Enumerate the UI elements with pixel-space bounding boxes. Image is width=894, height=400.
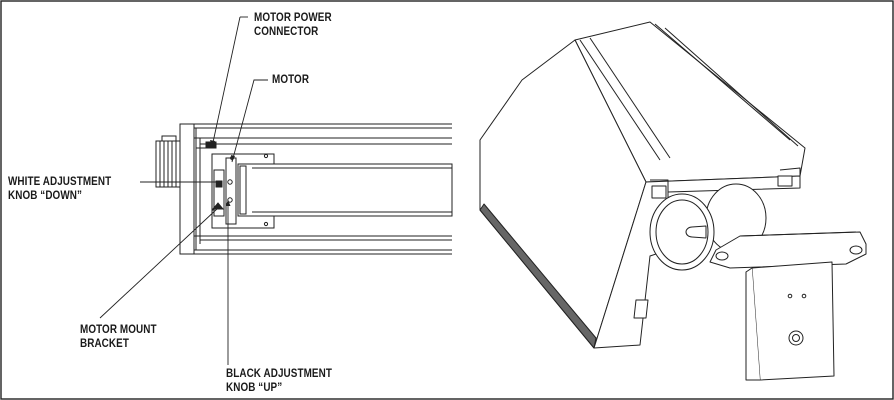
label-motor-power-connector-line1: MOTOR POWER <box>254 12 332 24</box>
bracket-vertical-plate <box>751 261 835 381</box>
leader-lines <box>99 16 268 365</box>
leader-motor-mount-bracket <box>99 207 219 319</box>
side-view <box>155 123 453 255</box>
leader-motor <box>231 79 268 163</box>
label-black-adjustment-knob-line1: BLACK ADJUSTMENT <box>226 368 332 380</box>
label-black-adjustment-knob-line2: KNOB “UP” <box>226 382 283 394</box>
label-motor: MOTOR <box>272 73 309 87</box>
label-white-adjustment-knob: WHITE ADJUSTMENT KNOB “DOWN” <box>8 175 111 203</box>
label-motor-line1: MOTOR <box>272 74 310 86</box>
label-black-adjustment-knob: BLACK ADJUSTMENT KNOB “UP” <box>226 367 332 395</box>
isometric-view <box>479 21 867 381</box>
label-motor-mount-bracket-line1: MOTOR MOUNT <box>80 324 157 336</box>
label-white-adjustment-knob-line2: KNOB “DOWN” <box>8 190 83 202</box>
motor-body <box>237 163 453 217</box>
white-knob <box>215 180 223 188</box>
motor-power-connector-part <box>155 135 181 188</box>
leader-motor-power-connector <box>211 16 241 148</box>
roller-end-disc <box>649 193 715 271</box>
leader-arrowheads <box>210 140 235 211</box>
label-white-adjustment-knob-line1: WHITE ADJUSTMENT <box>8 176 112 188</box>
label-motor-power-connector: MOTOR POWER CONNECTOR <box>254 11 332 39</box>
end-cap <box>179 123 195 255</box>
label-motor-power-connector-line2: CONNECTOR <box>254 26 319 38</box>
label-motor-mount-bracket-line2: BRACKET <box>80 338 129 350</box>
label-motor-mount-bracket: MOTOR MOUNT BRACKET <box>80 323 157 351</box>
